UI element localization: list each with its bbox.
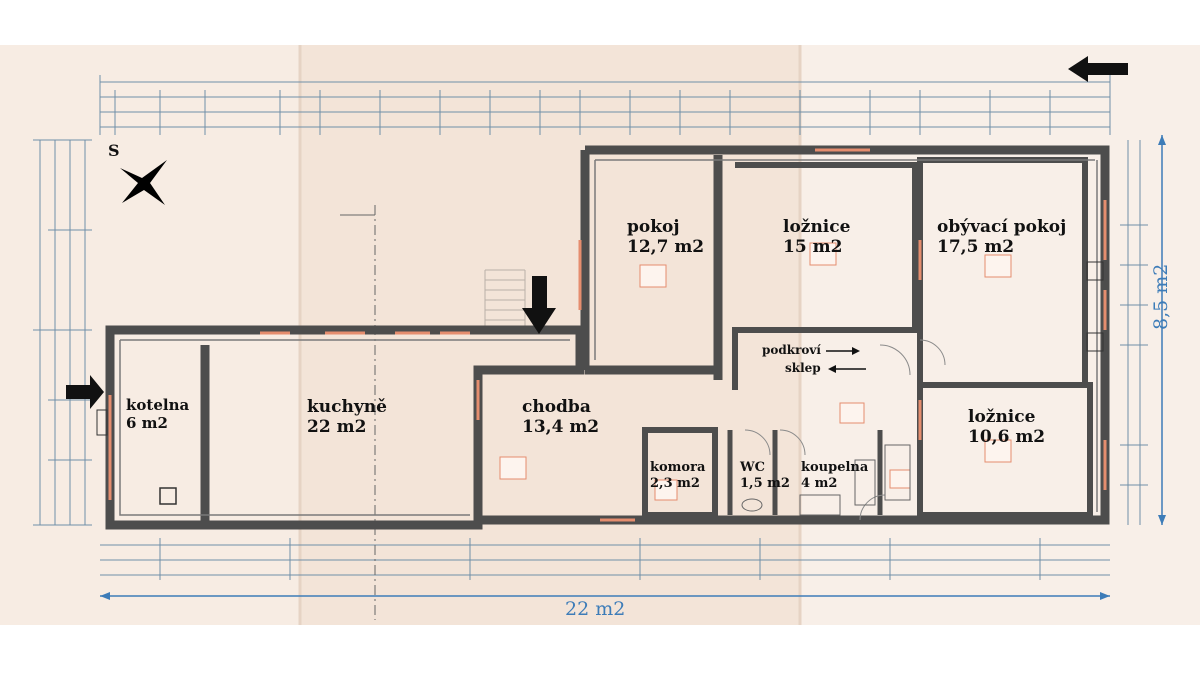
room-chodba: chodba 13,4 m2 [522,397,599,438]
right-dimension-lines [1120,140,1148,525]
room-area: 1,5 m2 [740,475,790,491]
room-area: 2,3 m2 [650,475,700,491]
bottom-dimension-lines [100,538,1110,580]
room-area: 6 m2 [126,414,168,432]
room-name: pokoj [627,217,680,237]
room-area: 13,4 m2 [522,417,600,438]
paper-fold-right [800,45,1200,625]
top-dimension-lines [99,75,1111,135]
overall-height-label: 8,5 m2 [1150,263,1172,330]
compass-label: S [108,141,120,160]
room-name: obývací pokoj [937,217,1067,237]
arrow-down-icon [522,276,556,334]
room-area: 10,6 m2 [968,427,1046,448]
room-kuchyne: kuchyně 22 m2 [307,397,387,438]
stair-arrows [826,347,866,373]
openings [108,148,1107,522]
room-name: ložnice [968,407,1036,427]
room-obyvaci-pokoj: obývací pokoj 17,5 m2 [937,217,1066,258]
room-area: 4 m2 [801,475,838,491]
room-area: 17,5 m2 [937,237,1015,258]
room-name: chodba [522,397,591,417]
room-name: ložnice [783,217,851,237]
fixtures [96,261,1104,516]
overall-width-label: 22 m2 [565,598,626,620]
door-swings [744,339,946,521]
arrow-right-icon [66,375,104,409]
room-tags [499,242,1012,501]
room-name: koupelna [801,460,869,475]
entrance-stairs [484,269,526,330]
room-kotelna: kotelna 6 m2 [126,396,189,432]
room-area: 12,7 m2 [627,237,705,258]
room-name: kotelna [126,396,190,414]
inner-wall-lines [119,159,1098,516]
room-pokoj: pokoj 12,7 m2 [627,217,704,258]
room-loznice-2: ložnice 10,6 m2 [968,407,1045,448]
room-koupelna: koupelna 4 m2 [801,460,868,491]
stairs-down-label: sklep [785,361,821,375]
room-loznice-1: ložnice 15 m2 [783,217,850,258]
stairs-up-label: podkroví [762,343,821,357]
room-name: WC [740,460,765,475]
left-dimension-lines [33,139,92,526]
overall-dimension-arrows [100,135,1166,600]
compass-icon [120,160,167,205]
room-wc: WC 1,5 m2 [740,460,790,491]
room-area: 15 m2 [783,237,843,258]
room-area: 22 m2 [307,417,367,438]
arrow-left-icon [1068,56,1128,82]
entrance-arrows [66,56,1128,409]
room-name: kuchyně [307,397,387,417]
room-komora: komora 2,3 m2 [650,460,705,491]
room-name: komora [650,460,706,475]
